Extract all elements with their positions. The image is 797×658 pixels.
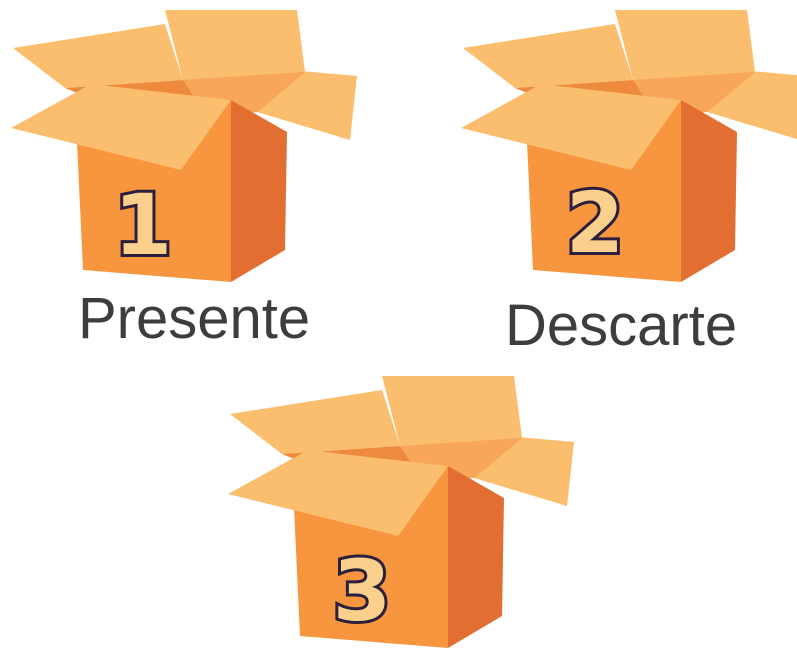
box-number: 1 bbox=[114, 176, 172, 274]
box-label-descarte: Descarte bbox=[505, 293, 738, 358]
box-3: 3 bbox=[222, 368, 582, 658]
box-number: 2 bbox=[566, 174, 624, 272]
box-1: 1 bbox=[5, 2, 365, 292]
open-box-icon: 2 bbox=[461, 10, 797, 282]
open-box-icon: 1 bbox=[11, 10, 357, 282]
open-box-icon: 3 bbox=[228, 376, 574, 648]
box-label-presente: Presente bbox=[78, 286, 311, 351]
box-2: 2 bbox=[455, 2, 797, 292]
box-number: 3 bbox=[333, 542, 391, 640]
